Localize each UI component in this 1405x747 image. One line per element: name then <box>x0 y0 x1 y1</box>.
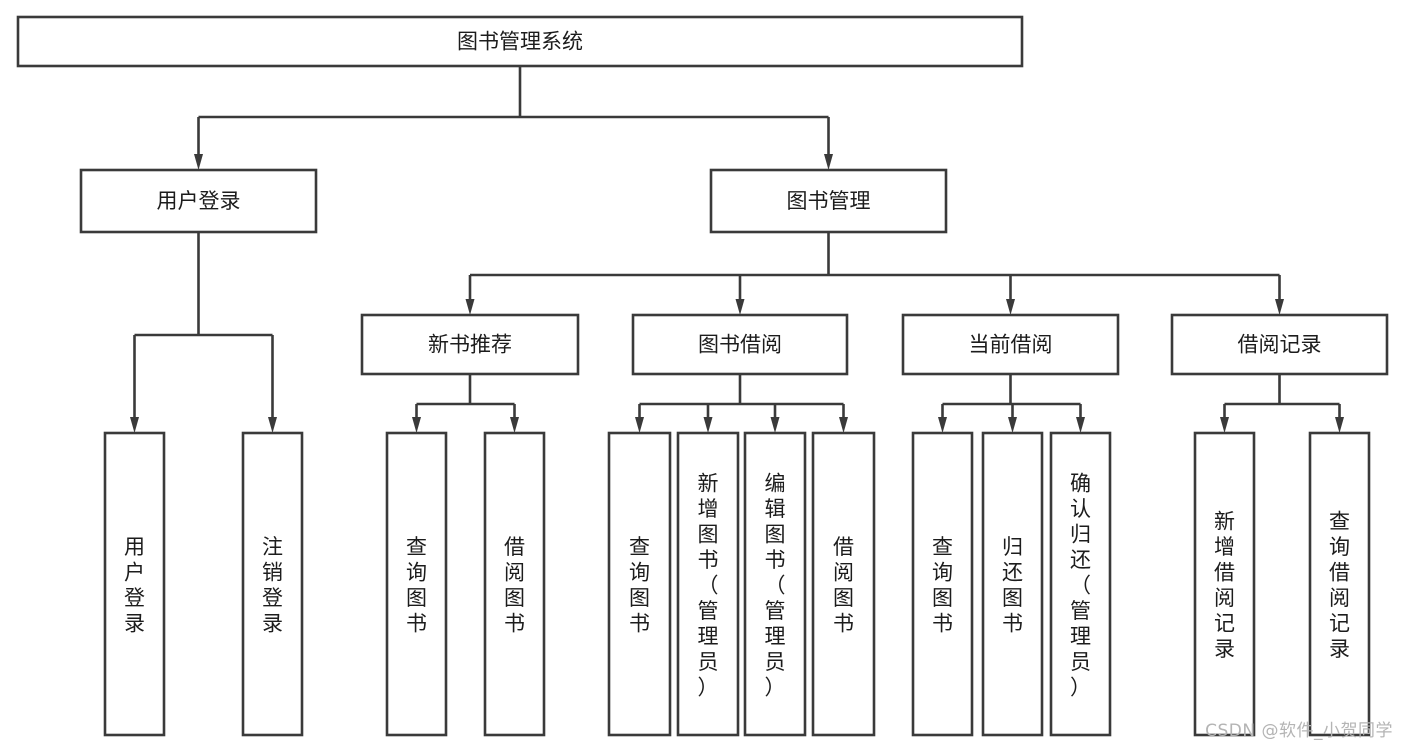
edges-layer <box>130 66 1344 433</box>
node-l3-新书推荐[interactable] <box>360 313 580 376</box>
node-label: 图书借阅 <box>698 333 782 357</box>
node-label: 借阅图书 <box>504 535 525 636</box>
node-leaf-新增图书管理员[interactable] <box>676 431 740 737</box>
node-box[interactable] <box>676 431 740 737</box>
node-label: 编辑图书（管理员） <box>765 471 786 699</box>
node-leaf-借阅图书[interactable] <box>483 431 546 737</box>
arrow-head <box>1335 417 1344 433</box>
arrow-head <box>824 154 833 170</box>
node-box[interactable] <box>360 313 580 376</box>
arrow-head <box>130 417 139 433</box>
arrow-head <box>770 417 780 433</box>
arrow-head <box>1006 299 1015 315</box>
arrow-head <box>635 417 644 433</box>
arrow-head <box>703 417 713 433</box>
node-leaf-注销登录[interactable] <box>241 431 304 737</box>
node-label: 借阅记录 <box>1238 333 1322 357</box>
node-box[interactable] <box>709 168 948 234</box>
node-box[interactable] <box>811 431 876 737</box>
node-box[interactable] <box>1308 431 1371 737</box>
node-leaf-借阅图书[interactable] <box>811 431 876 737</box>
node-box[interactable] <box>241 431 304 737</box>
arrow-head <box>510 417 519 433</box>
node-label: 查询借阅记录 <box>1329 510 1350 662</box>
arrow-head <box>839 417 848 433</box>
node-label: 用户登录 <box>124 535 145 636</box>
node-leaf-用户登录[interactable] <box>103 431 166 737</box>
node-box[interactable] <box>16 15 1024 68</box>
node-label: 确认归还（管理员） <box>1070 471 1091 699</box>
boxes-layer <box>16 15 1389 737</box>
arrow-head <box>1220 417 1229 433</box>
node-box[interactable] <box>385 431 448 737</box>
node-label: 当前借阅 <box>969 333 1053 357</box>
node-box[interactable] <box>911 431 974 737</box>
node-l2-用户登录[interactable] <box>79 168 318 234</box>
node-box[interactable] <box>103 431 166 737</box>
node-label: 注销登录 <box>262 535 283 636</box>
node-leaf-查询图书[interactable] <box>607 431 672 737</box>
arrow-head <box>1008 417 1017 433</box>
arrow-head <box>268 417 277 433</box>
watermark-text: CSDN @软件_小贺同学 <box>1205 721 1393 741</box>
node-box[interactable] <box>631 313 849 376</box>
node-label: 查询图书 <box>406 535 427 636</box>
node-leaf-确认归还管理员[interactable] <box>1049 431 1112 737</box>
node-box[interactable] <box>743 431 807 737</box>
node-box[interactable] <box>901 313 1120 376</box>
node-label: 用户登录 <box>157 189 241 213</box>
labels-layer: 图书管理系统用户登录图书管理用户登录注销登录新书推荐查询图书借阅图书图书借阅查询… <box>124 30 1350 700</box>
node-label: 借阅图书 <box>833 535 854 636</box>
arrow-head <box>465 299 475 315</box>
node-label: 新增图书（管理员） <box>698 471 719 699</box>
node-label: 图书管理 <box>787 189 871 213</box>
node-label: 查询图书 <box>932 535 953 636</box>
node-box[interactable] <box>1193 431 1256 737</box>
node-label: 图书管理系统 <box>457 30 583 54</box>
node-l2-图书管理[interactable] <box>709 168 948 234</box>
node-leaf-查询借阅记录[interactable] <box>1308 431 1371 737</box>
node-leaf-新增借阅记录[interactable] <box>1193 431 1256 737</box>
node-box[interactable] <box>607 431 672 737</box>
arrow-head <box>1275 299 1284 315</box>
node-leaf-查询图书[interactable] <box>911 431 974 737</box>
node-box[interactable] <box>1049 431 1112 737</box>
node-label: 新书推荐 <box>428 333 512 357</box>
node-box[interactable] <box>79 168 318 234</box>
node-root-图书管理系统[interactable] <box>16 15 1024 68</box>
node-box[interactable] <box>1170 313 1389 376</box>
node-label: 查询图书 <box>629 535 650 636</box>
node-leaf-归还图书[interactable] <box>981 431 1044 737</box>
node-label: 归还图书 <box>1002 535 1023 636</box>
arrow-head <box>938 417 947 433</box>
node-leaf-查询图书[interactable] <box>385 431 448 737</box>
node-box[interactable] <box>483 431 546 737</box>
arrow-head <box>194 154 203 170</box>
arrow-head <box>735 299 745 315</box>
node-l3-借阅记录[interactable] <box>1170 313 1389 376</box>
node-box[interactable] <box>981 431 1044 737</box>
node-l3-当前借阅[interactable] <box>901 313 1120 376</box>
arrow-head <box>1076 417 1085 433</box>
node-l3-图书借阅[interactable] <box>631 313 849 376</box>
arrow-head <box>412 417 421 433</box>
node-leaf-编辑图书管理员[interactable] <box>743 431 807 737</box>
node-label: 新增借阅记录 <box>1214 510 1235 662</box>
